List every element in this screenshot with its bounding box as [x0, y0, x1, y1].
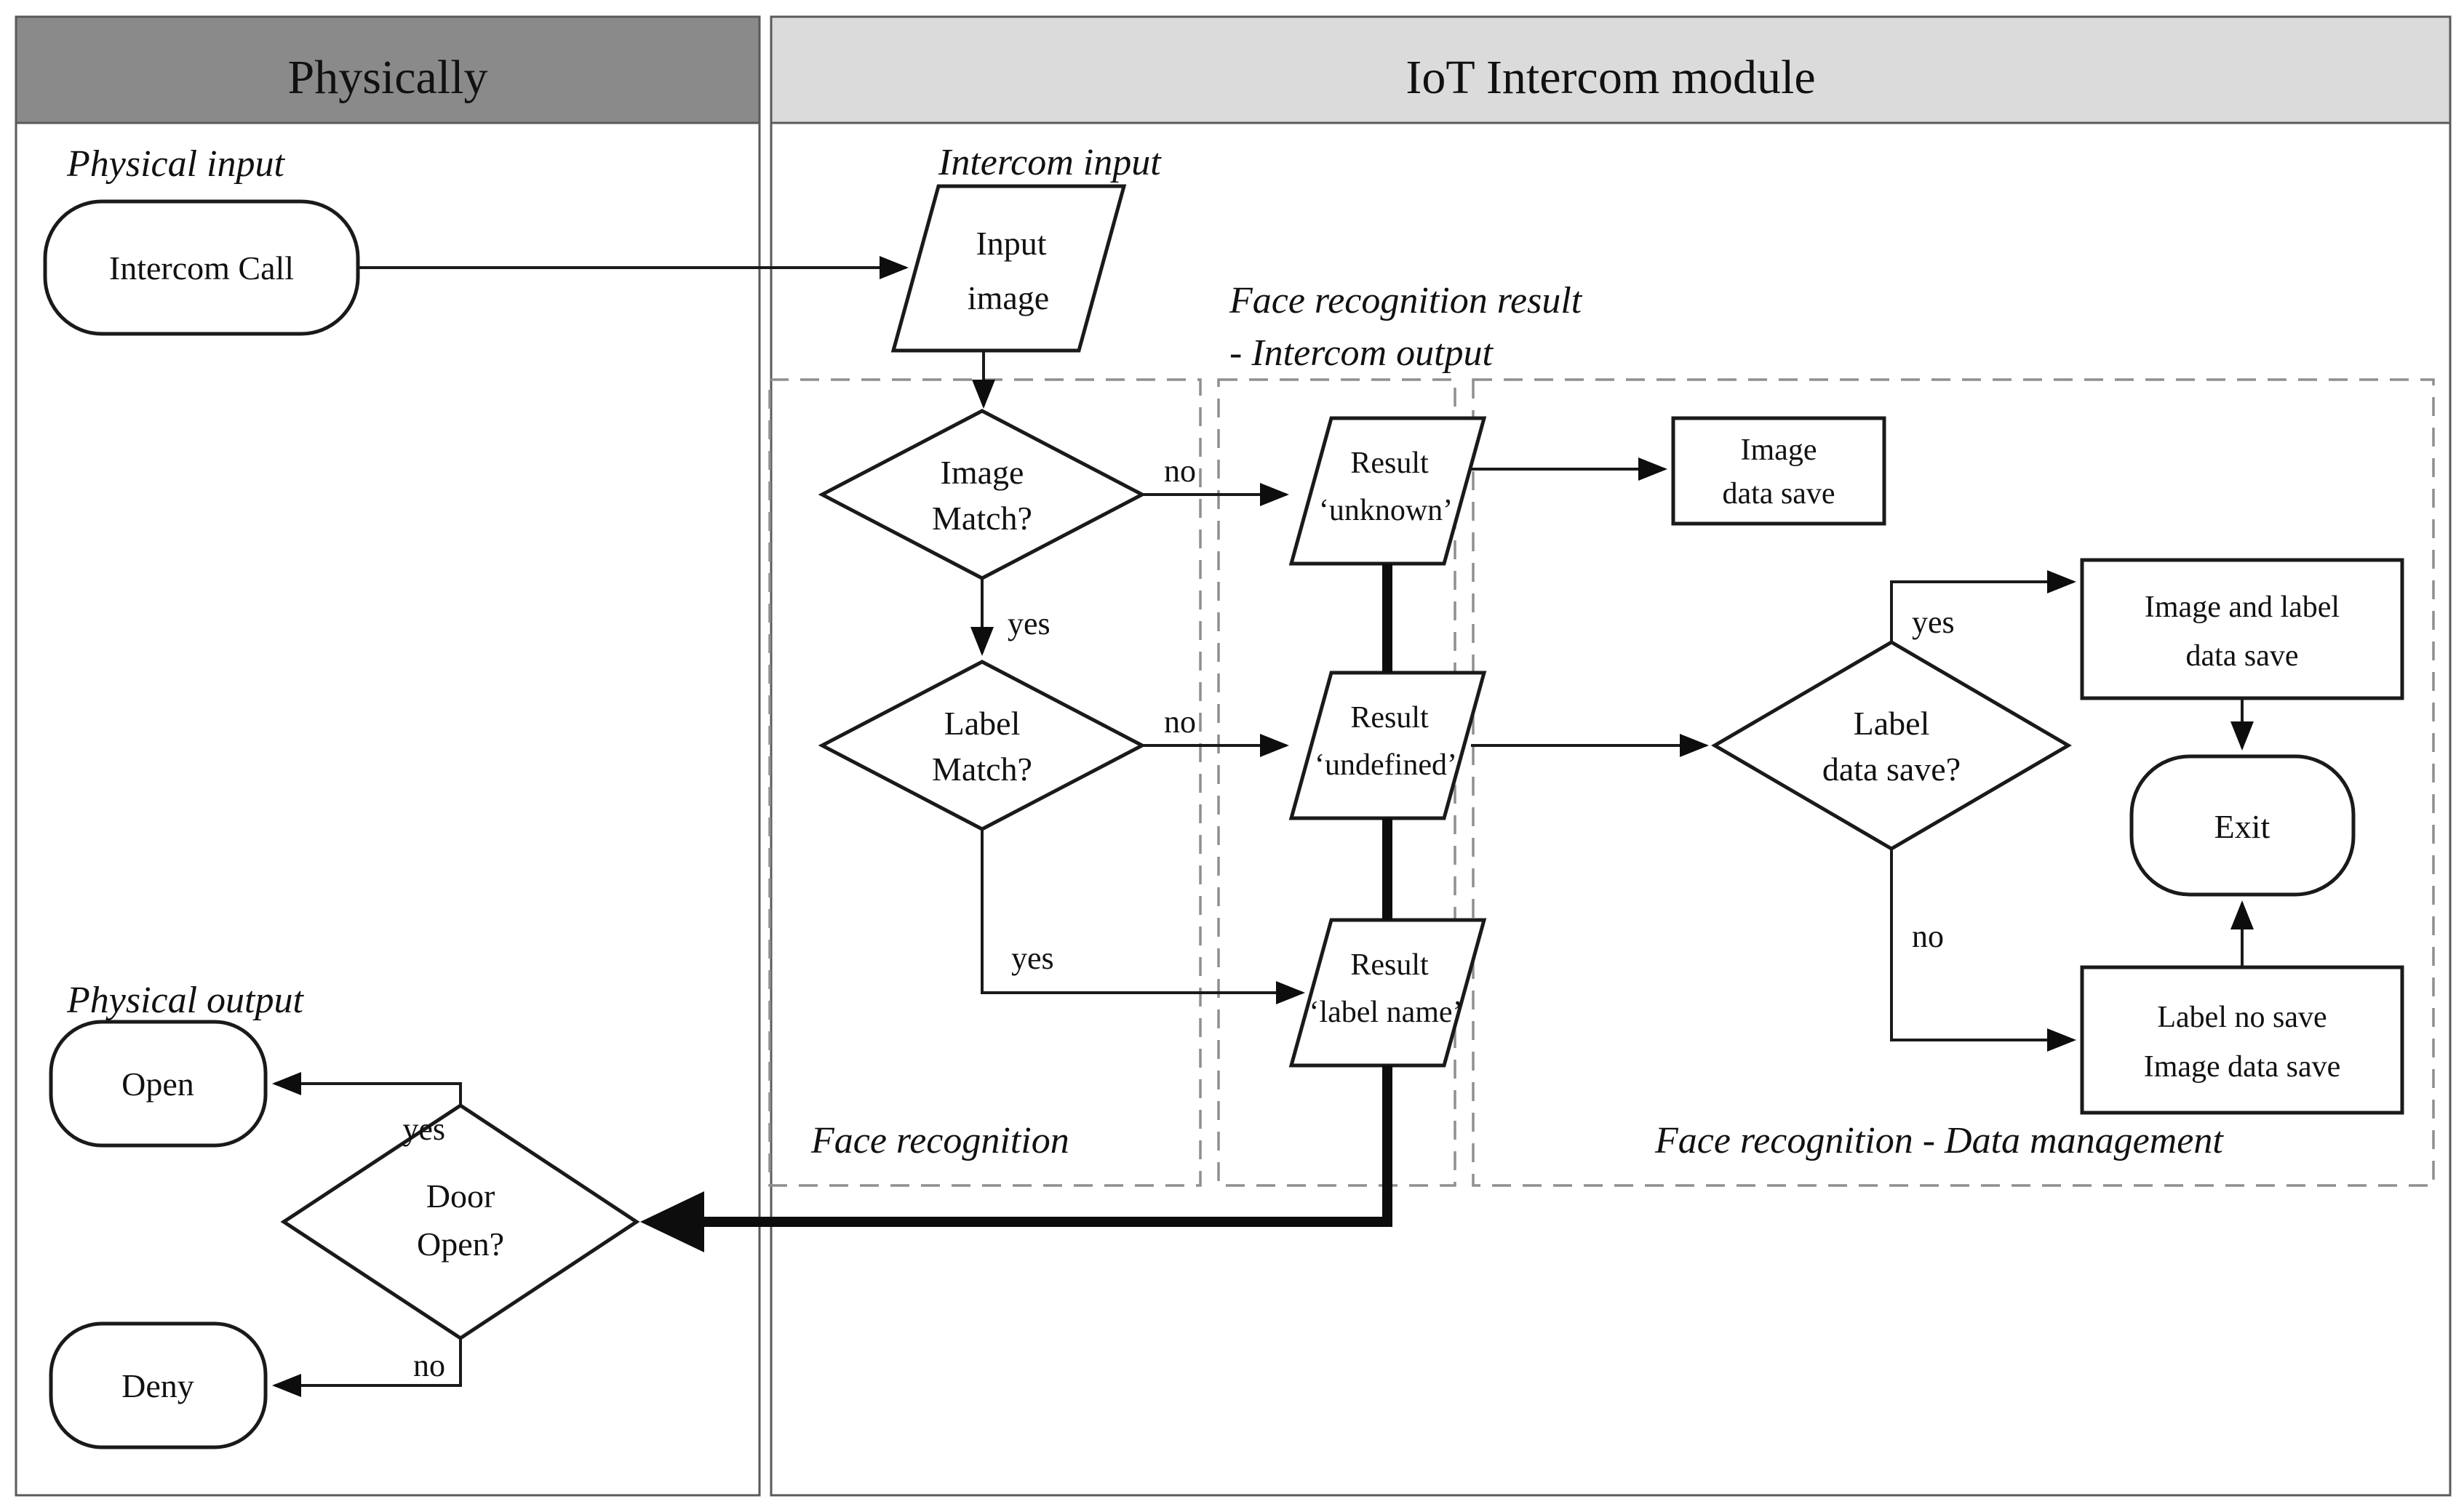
label-data-save-label-line2: data save?: [1822, 751, 1961, 788]
label-no-save-node: Label no save Image data save: [2080, 965, 2404, 1115]
input-image-label-line1: Input: [976, 225, 1046, 262]
label-no-save-label-line2: Image data save: [2144, 1050, 2341, 1084]
result-unknown-shape: [1288, 416, 1487, 566]
right-panel-header: [770, 15, 2452, 124]
right-panel-title: IoT Intercom module: [1406, 51, 1815, 104]
result-unknown-label-line2: ‘unknown’: [1319, 494, 1453, 527]
label-data-save-decision: Label data save?: [1711, 640, 2072, 851]
result-undefined-label-line2: ‘undefined’: [1315, 748, 1457, 782]
image-data-save-label-line2: data save: [1722, 477, 1835, 511]
label-match-label-line1: Label: [944, 705, 1021, 742]
image-match-no-label: no: [1164, 453, 1196, 489]
door-open-no-label: no: [413, 1348, 445, 1383]
result-unknown-label-line1: Result: [1350, 447, 1429, 480]
left-panel-title: Physically: [288, 51, 488, 104]
label-data-save-label-line1: Label: [1854, 705, 1930, 742]
arrow-label-data-save-no: [1890, 849, 2076, 1052]
physical-output-label: Physical output: [66, 980, 305, 1021]
deny-label: Deny: [121, 1367, 194, 1404]
result-label-name-node: Result ‘label name’: [1288, 918, 1487, 1068]
arrow-door-open-no: [272, 1338, 462, 1397]
image-data-save-shape: [1671, 416, 1886, 526]
intercom-call-label: Intercom Call: [109, 249, 294, 287]
label-match-decision: Label Match?: [818, 660, 1147, 831]
result-unknown-node: Result ‘unknown’: [1288, 416, 1487, 566]
image-match-label-line1: Image: [941, 454, 1024, 491]
exit-label: Exit: [2214, 808, 2270, 845]
result-undefined-label-line1: Result: [1350, 701, 1429, 735]
image-match-label-line2: Match?: [932, 500, 1032, 537]
intercom-call-node: Intercom Call: [43, 199, 360, 336]
arrow-door-open-yes: [272, 1072, 462, 1105]
thick-link-label-name-to-door-open: [698, 1065, 1392, 1227]
left-panel-header: [15, 15, 761, 124]
door-open-decision: Door Open?: [280, 1103, 640, 1340]
image-and-label-save-shape: [2080, 558, 2404, 700]
face-recognition-group-label: Face recognition: [810, 1120, 1069, 1161]
result-undefined-shape: [1288, 671, 1487, 820]
result-label-name-shape: [1288, 918, 1487, 1068]
door-open-yes-label: yes: [402, 1111, 445, 1147]
image-and-label-save-node: Image and label data save: [2080, 558, 2404, 700]
open-shape: [49, 1020, 268, 1148]
deny-shape: [49, 1321, 268, 1449]
image-match-yes-label: yes: [1008, 606, 1050, 641]
label-no-save-label-line1: Label no save: [2157, 1001, 2327, 1034]
intercom-output-group-box: [1217, 378, 1456, 1187]
face-result-label-line2: - Intercom output: [1229, 332, 1494, 374]
arrow-label-match-yes: [981, 829, 1305, 1004]
label-data-save-no-label: no: [1912, 919, 1944, 954]
input-image-node: Input image: [890, 184, 1127, 353]
data-management-group-box: [1472, 378, 2435, 1187]
label-match-label-line2: Match?: [932, 751, 1032, 788]
arrow-label-data-save-yes: [1890, 570, 2076, 642]
exit-node: Exit: [2129, 754, 2356, 897]
door-open-label-line1: Door: [426, 1177, 495, 1215]
image-and-label-save-label-line1: Image and label: [2145, 591, 2340, 624]
image-data-save-node: Image data save: [1671, 416, 1886, 526]
label-no-save-shape: [2080, 965, 2404, 1115]
image-and-label-save-label-line2: data save: [2185, 639, 2298, 673]
data-management-group-label: Face recognition - Data management: [1654, 1120, 2224, 1161]
input-image-shape: [890, 184, 1127, 353]
result-undefined-node: Result ‘undefined’: [1288, 671, 1487, 820]
deny-node: Deny: [49, 1321, 268, 1449]
result-label-name-label-line1: Result: [1350, 948, 1429, 982]
intercom-input-label: Intercom input: [938, 142, 1162, 183]
label-match-no-label: no: [1164, 704, 1196, 740]
label-match-yes-label: yes: [1011, 940, 1054, 976]
face-result-label-line1: Face recognition result: [1229, 280, 1583, 321]
result-label-name-label-line2: ‘label name’: [1309, 996, 1462, 1029]
open-node: Open: [49, 1020, 268, 1148]
door-open-label-line2: Open?: [417, 1225, 504, 1263]
exit-shape: [2129, 754, 2356, 897]
physical-input-label: Physical input: [66, 143, 286, 185]
label-data-save-yes-label: yes: [1912, 604, 1955, 640]
open-label: Open: [121, 1065, 194, 1103]
thick-arrowhead-door-open: [640, 1191, 704, 1252]
image-data-save-label-line1: Image: [1741, 433, 1817, 467]
input-image-label-line2: image: [968, 279, 1049, 316]
